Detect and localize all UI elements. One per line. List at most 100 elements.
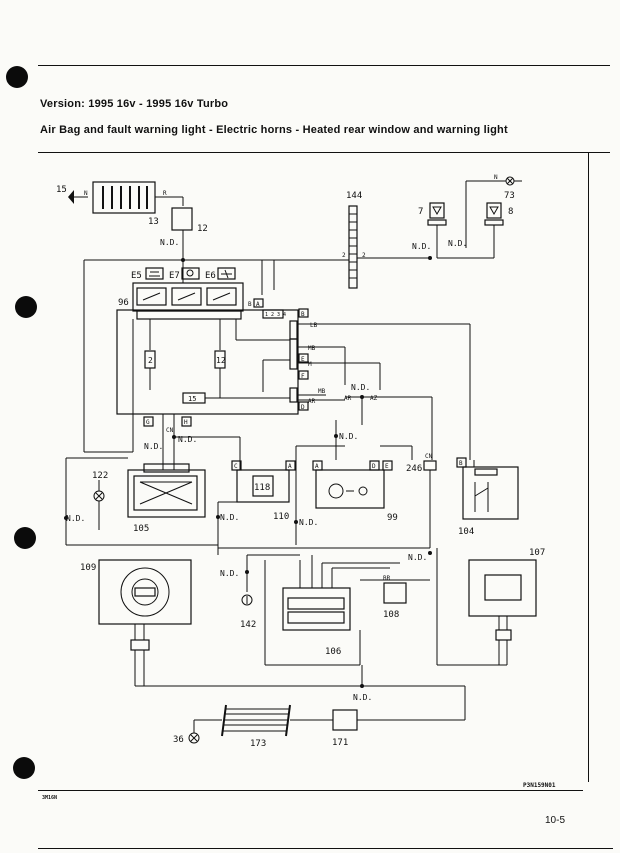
wire-label-n-73: N <box>494 174 498 181</box>
warning-light-e7-icon <box>181 267 200 280</box>
label-13: 13 <box>148 217 159 227</box>
wire-label-mb-2: MB <box>318 388 326 395</box>
instrument-107 <box>468 559 537 617</box>
nd-label-cn2: N.D. <box>178 435 197 444</box>
wire-label-ar: AR <box>344 395 352 402</box>
label-122: 122 <box>92 471 108 481</box>
reference-code-left: 3M16N <box>42 795 58 801</box>
label-7: 7 <box>418 207 423 217</box>
label-73: 73 <box>504 191 515 201</box>
label-106: 106 <box>325 647 341 657</box>
label-99: 99 <box>387 513 398 523</box>
label-142: 142 <box>240 620 256 630</box>
nd-label-142: N.D. <box>220 569 239 578</box>
air-bag-unit-105 <box>127 469 206 518</box>
horn-7-icon <box>427 202 447 226</box>
nd-label-cn: N.D. <box>144 442 163 451</box>
wire-label-mb: MB <box>308 345 316 352</box>
diagram-right-border <box>588 152 589 782</box>
connector-b: B <box>301 311 305 318</box>
connector-e-2: E <box>385 463 389 470</box>
wire-label-br: BR <box>383 575 391 582</box>
wire-label-cn: CN <box>166 427 174 434</box>
nd-label-ar: N.D. <box>351 383 370 392</box>
connector-144-icon <box>348 205 358 289</box>
wire-label-2a: 2 <box>342 252 346 259</box>
label-173: 173 <box>250 739 266 749</box>
junction-horns <box>428 256 432 260</box>
connector-d: D <box>301 404 305 411</box>
horn-8-icon <box>484 202 504 226</box>
connector-c: C <box>234 463 238 470</box>
connector-d-2: D <box>372 463 376 470</box>
footer-rule <box>38 790 583 791</box>
label-e7: E7 <box>169 271 180 281</box>
heated-rear-window-173-icon <box>221 704 291 737</box>
binder-hole-top <box>6 66 28 88</box>
label-108: 108 <box>383 610 399 620</box>
nd-label-110: N.D. <box>220 513 239 522</box>
module-118 <box>236 469 290 503</box>
wire-label-cn-246: CN <box>425 453 433 460</box>
connector-g: G <box>146 419 150 426</box>
earth-142-icon <box>241 594 253 606</box>
relay-171 <box>332 709 358 731</box>
connector-f: F <box>301 373 305 380</box>
connector-a-3: A <box>315 463 319 470</box>
header-rule <box>38 65 610 66</box>
control-unit-enclosure <box>116 309 299 415</box>
label-107: 107 <box>529 548 545 558</box>
title-rule <box>38 152 610 153</box>
label-96: 96 <box>118 298 129 308</box>
label-118: 118 <box>254 483 270 493</box>
label-144: 144 <box>346 191 362 201</box>
label-110: 110 <box>273 512 289 522</box>
wire-label-lb: LB <box>310 322 318 329</box>
indicator-73-icon <box>505 176 515 186</box>
connector-106 <box>282 587 351 631</box>
nd-label-horns-a: N.D. <box>412 242 431 251</box>
connector-h: H <box>184 419 188 426</box>
reference-code-right: P3N159N01 <box>523 782 556 789</box>
heated-window-13-icon <box>92 181 156 214</box>
label-104: 104 <box>458 527 474 537</box>
connector-108 <box>383 582 407 604</box>
connector-e: E <box>301 356 305 363</box>
nd-label-horns-b: N.D. <box>448 239 467 248</box>
version-heading: Version: 1995 16v - 1995 16v Turbo <box>40 98 229 110</box>
svg-text:1 2 3 4: 1 2 3 4 <box>265 312 286 318</box>
label-246: 246 <box>406 464 422 474</box>
nd-label-99: N.D. <box>339 432 358 441</box>
steering-wheel-109 <box>98 559 192 625</box>
page-number: 10-5 <box>545 815 566 826</box>
label-36: 36 <box>173 735 184 745</box>
wire-label-ar-left: AR <box>308 398 316 405</box>
label-e5: E5 <box>131 271 142 281</box>
warning-light-e6-icon <box>217 267 236 280</box>
warning-light-122-icon <box>93 490 105 502</box>
binder-hole-upper-middle <box>15 296 37 318</box>
diagram-title: Air Bag and fault warning light - Electr… <box>40 124 508 136</box>
binder-hole-lower-middle <box>14 527 36 549</box>
binder-hole-bottom <box>13 757 35 779</box>
warning-light-e5-icon <box>145 267 164 280</box>
indicator-36-icon <box>188 732 200 744</box>
wire-label-n-15: N <box>84 190 88 197</box>
label-109: 109 <box>80 563 96 573</box>
label-8: 8 <box>508 207 513 217</box>
label-e6: E6 <box>205 271 216 281</box>
module-104 <box>462 466 519 520</box>
relay-12-icon <box>171 207 193 231</box>
wire-label-m: M <box>308 361 312 368</box>
fuse-label-2: 2 <box>148 356 153 365</box>
nd-label-bottom: N.D. <box>353 693 372 702</box>
label-12: 12 <box>197 224 208 234</box>
nd-label-122: N.D. <box>66 514 85 523</box>
horn-15-icon <box>68 190 88 204</box>
nd-label-108: N.D. <box>408 553 427 562</box>
label-15: 15 <box>56 185 67 195</box>
module-99 <box>315 469 385 509</box>
nd-label-12: N.D. <box>160 238 179 247</box>
